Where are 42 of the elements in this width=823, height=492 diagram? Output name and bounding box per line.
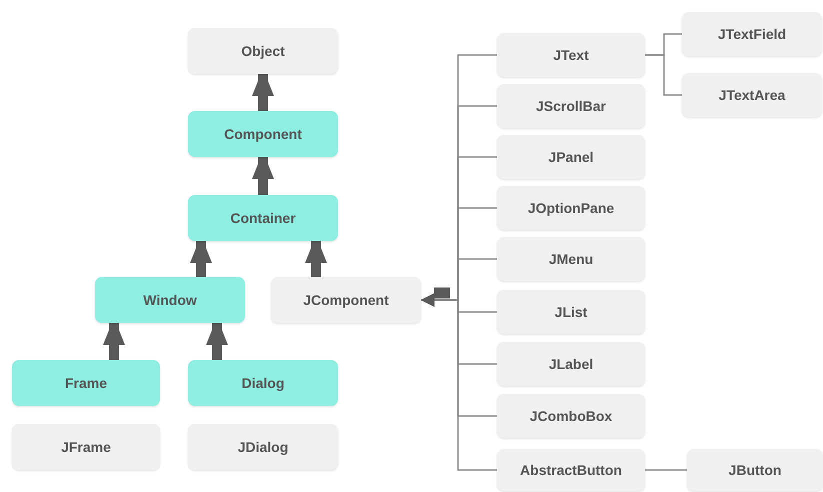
class-name: Component [224, 126, 302, 142]
class-box [497, 342, 645, 386]
class-name: JScrollBar [536, 98, 606, 114]
class-box [188, 195, 338, 241]
class-name: Container [230, 210, 296, 226]
class-box [188, 28, 338, 74]
class-name: AbstractButton [520, 462, 622, 478]
class-name: JText [553, 47, 589, 63]
class-box [497, 394, 645, 438]
class-name: JOptionPane [528, 200, 614, 216]
class-name: JComponent [303, 292, 389, 308]
class-box [12, 360, 160, 406]
class-box [497, 33, 645, 77]
class-box [682, 12, 822, 56]
class-box [95, 277, 245, 323]
class-box [682, 73, 822, 117]
class-name: JTextArea [718, 87, 786, 103]
class-name: JComboBox [530, 408, 612, 424]
class-box [497, 449, 645, 491]
class-name: JList [554, 304, 588, 320]
tree-connector [645, 469, 687, 471]
class-name: Object [241, 43, 285, 59]
class-name: JTextField [718, 26, 786, 42]
class-name: Dialog [242, 375, 284, 391]
class-name: JMenu [548, 251, 594, 267]
class-box [497, 237, 645, 281]
class-box [497, 135, 645, 179]
class-name: JLabel [548, 356, 594, 372]
class-box [271, 277, 421, 323]
class-name: JDialog [238, 439, 288, 455]
class-box [188, 360, 338, 406]
class-name: Frame [64, 375, 108, 391]
class-name: JButton [728, 462, 782, 478]
class-box [687, 449, 823, 491]
class-name: JPanel [548, 149, 594, 165]
class-name: JFrame [61, 439, 111, 455]
class-box [497, 290, 645, 334]
class-box [188, 111, 338, 157]
class-box [497, 186, 645, 230]
tree-connector [645, 54, 682, 96]
class-box [497, 84, 645, 128]
class-name: Window [143, 292, 197, 308]
